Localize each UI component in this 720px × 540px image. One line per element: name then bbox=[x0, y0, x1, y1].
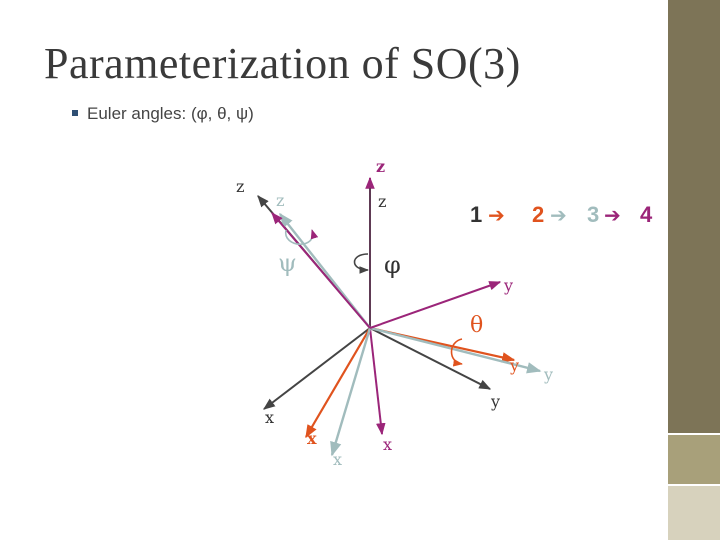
sequence-arrow-icon: ➔ bbox=[604, 205, 621, 227]
label-x-teal: x bbox=[333, 450, 342, 469]
label-phi: φ bbox=[384, 251, 401, 279]
label-psi: ψ bbox=[278, 249, 297, 277]
sequence-arrow-icon: ➔ bbox=[550, 205, 567, 227]
axis-x-red bbox=[305, 327, 371, 439]
sequence-step-2: 2 bbox=[532, 202, 544, 227]
bullet-square-icon bbox=[72, 109, 78, 116]
label-x-red: x bbox=[307, 429, 317, 448]
label-y-lower: y bbox=[490, 392, 500, 411]
label-y-red: y bbox=[509, 356, 519, 375]
axis-y-teal bbox=[369, 326, 542, 374]
axis-x-teal bbox=[330, 327, 372, 457]
axis-x-dark-left bbox=[263, 327, 371, 410]
sidebar-middle-block bbox=[668, 435, 720, 484]
rotation-sequence: 1 ➔ 2 ➔ 3 ➔ 4 bbox=[470, 202, 653, 227]
bullet-text: Euler angles: (φ, θ, ψ) bbox=[87, 104, 254, 123]
psi-rotation-arc-icon bbox=[285, 229, 319, 245]
label-z-rotated: z bbox=[276, 191, 284, 210]
axis-z-purple bbox=[271, 212, 371, 329]
slide-title: Parameterization of SO(3) bbox=[44, 39, 521, 88]
label-z-top: z bbox=[376, 157, 385, 176]
bullet-euler-angles: Euler angles: (φ, θ, ψ) bbox=[72, 104, 254, 124]
axis-y-purple bbox=[369, 281, 502, 329]
axis-y-dark bbox=[369, 327, 492, 390]
label-x-dark-left: x bbox=[265, 408, 274, 427]
theta-rotation-arc-icon bbox=[450, 338, 463, 367]
label-x-dark-right: x bbox=[383, 435, 392, 454]
sequence-arrow-icon: ➔ bbox=[488, 205, 505, 227]
sequence-step-4: 4 bbox=[640, 202, 653, 227]
phi-rotation-arc-icon bbox=[353, 253, 369, 274]
sequence-step-1: 1 bbox=[470, 202, 482, 227]
label-y-teal: y bbox=[543, 365, 553, 384]
axis-x-dark-right bbox=[369, 327, 386, 436]
label-z-original: z bbox=[236, 177, 244, 196]
sidebar-top-block bbox=[668, 0, 720, 433]
label-z-final: z bbox=[378, 192, 386, 211]
decorative-sidebar bbox=[668, 0, 720, 540]
label-y-right: y bbox=[503, 276, 513, 295]
sequence-step-3: 3 bbox=[587, 202, 599, 227]
sidebar-bottom-block bbox=[668, 486, 720, 540]
label-theta: θ bbox=[470, 313, 483, 338]
